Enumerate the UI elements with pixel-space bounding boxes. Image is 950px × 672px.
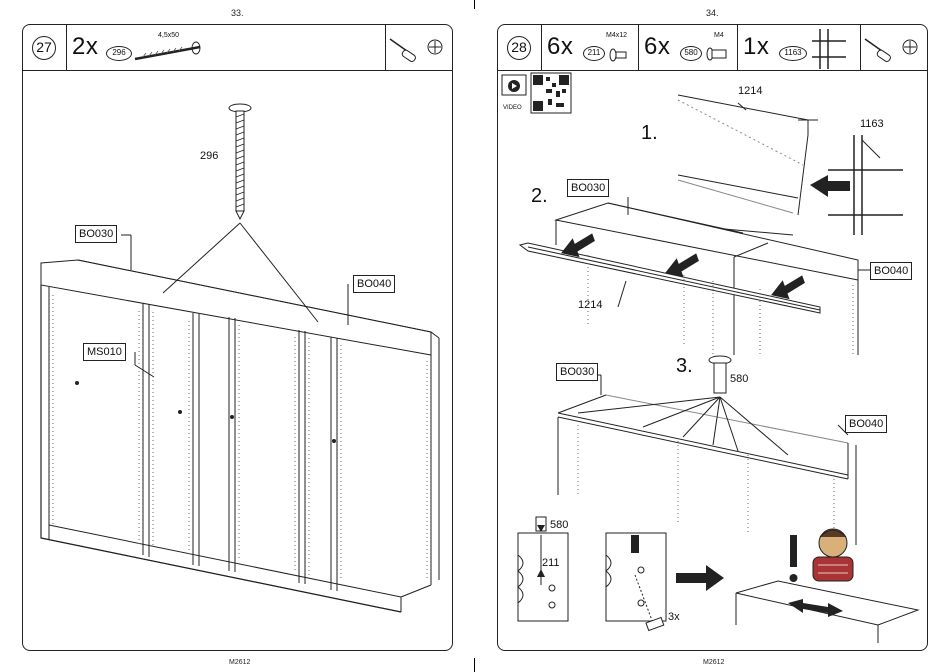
detail-bolt-callout: 211 <box>542 557 560 569</box>
step-28-panel: 28 6x 211 M4x12 6x 580 M4 1x 1163 <box>497 24 928 651</box>
panel-label-ms010: MS010 <box>83 343 126 361</box>
screw-callout: 296 <box>200 150 218 162</box>
crop-mark-top <box>474 0 475 9</box>
worker-avatar <box>498 25 928 651</box>
crop-mark-bottom <box>474 658 475 672</box>
detail-insert-callout: 580 <box>550 519 568 531</box>
footer-code-right: M2612 <box>703 659 724 666</box>
page-number-right: 34. <box>706 8 719 18</box>
step-27-panel: 27 2x 296 4,5x50 <box>22 24 453 651</box>
detail-count-callout: 3x <box>668 611 680 623</box>
footer-code-left: M2612 <box>229 659 250 666</box>
panel-label-bo040: BO040 <box>353 275 395 293</box>
wardrobe-assembly-drawing <box>23 25 453 651</box>
page-number-left: 33. <box>231 8 244 18</box>
panel-label-bo030: BO030 <box>75 225 117 243</box>
